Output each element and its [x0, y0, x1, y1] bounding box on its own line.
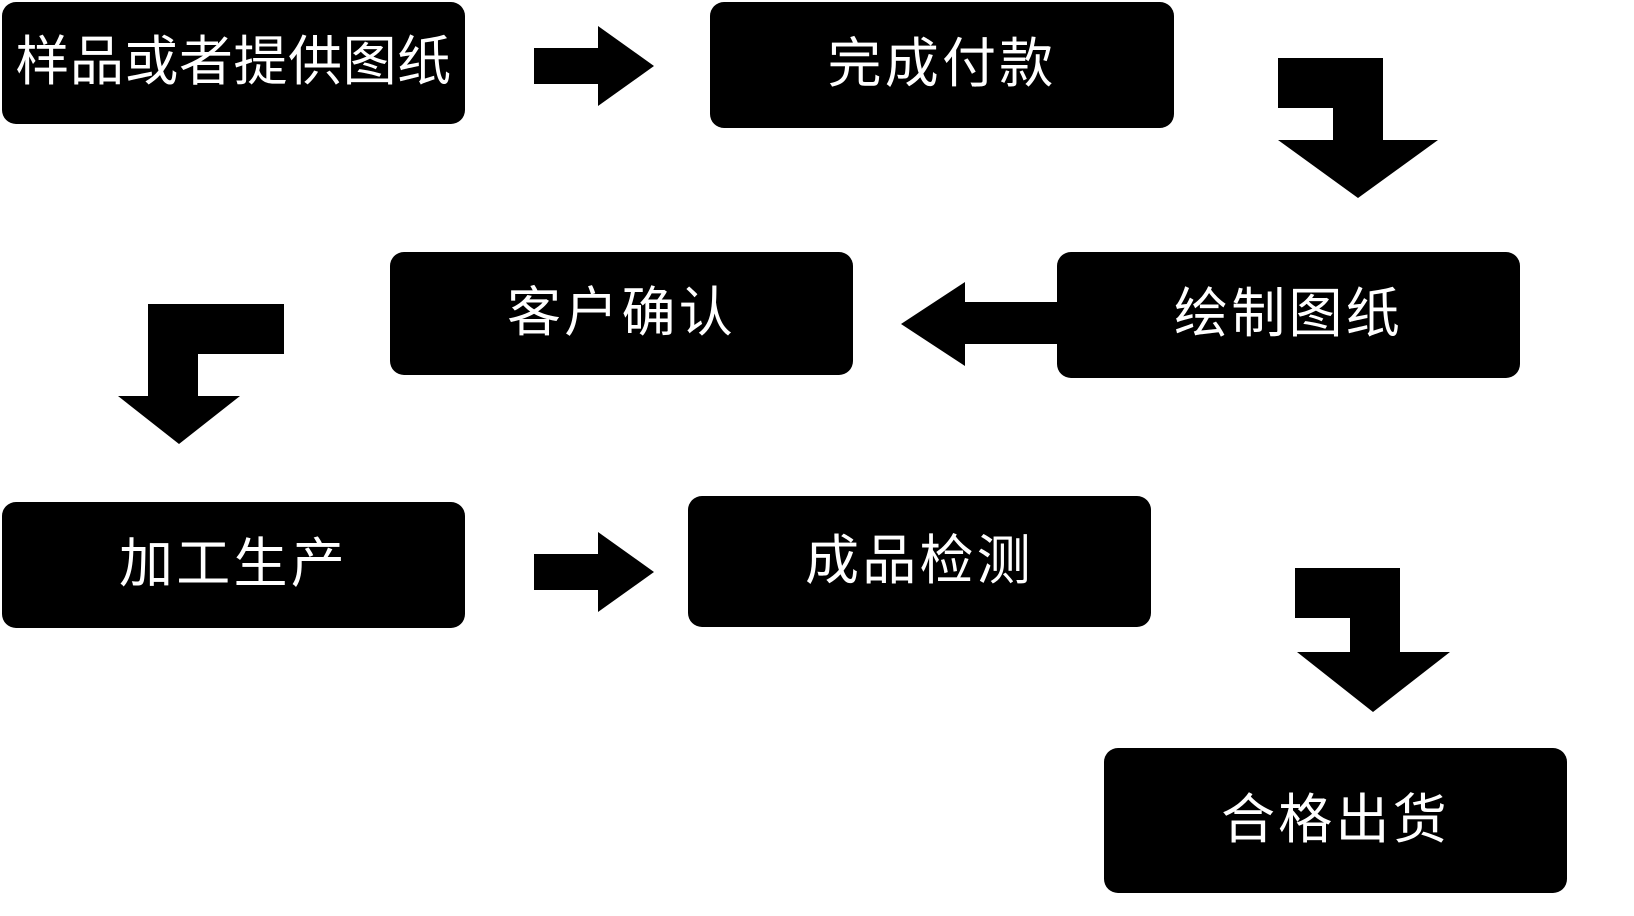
- flow-node-label: 样品或者提供图纸: [15, 32, 452, 93]
- flow-node-label: 成品检测: [805, 530, 1034, 591]
- arrow-inspect-to-shipment-elbow-down-icon: [1245, 540, 1450, 712]
- flow-node-label: 完成付款: [827, 34, 1057, 95]
- flow-node-final-inspection[interactable]: 成品检测: [688, 496, 1151, 627]
- arrow-sample-to-payment-right-icon: [534, 26, 654, 106]
- arrow-drawing-to-confirm-left-icon: [901, 282, 1057, 366]
- flow-node-draw-drawing[interactable]: 绘制图纸: [1057, 252, 1520, 378]
- arrow-payment-to-drawing-elbow-down-icon: [1223, 30, 1438, 198]
- flow-node-label: 客户确认: [507, 282, 736, 343]
- flow-node-label: 加工生产: [119, 534, 348, 595]
- arrow-production-to-inspect-right-icon: [534, 532, 654, 612]
- arrow-confirm-to-production-elbow-down-icon: [118, 288, 284, 444]
- flow-node-complete-payment[interactable]: 完成付款: [710, 2, 1174, 128]
- flow-node-customer-confirm[interactable]: 客户确认: [390, 252, 853, 375]
- flow-node-production[interactable]: 加工生产: [2, 502, 465, 628]
- flow-node-qualified-shipment[interactable]: 合格出货: [1104, 748, 1567, 893]
- flow-node-label: 合格出货: [1221, 789, 1450, 850]
- flow-node-sample-or-drawing[interactable]: 样品或者提供图纸: [2, 2, 465, 124]
- flow-node-label: 绘制图纸: [1174, 284, 1403, 345]
